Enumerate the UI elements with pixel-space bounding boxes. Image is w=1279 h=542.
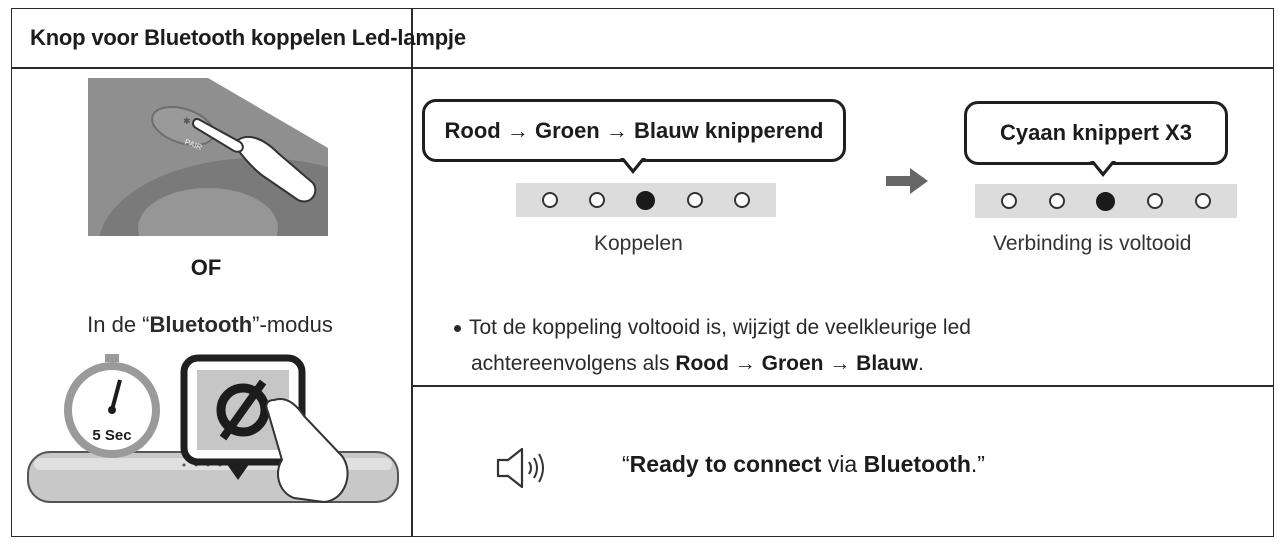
voice-prompt: “Ready to connect via Bluetooth.” <box>622 451 985 477</box>
table-frame <box>11 8 1274 537</box>
led-indicator <box>541 192 558 208</box>
led-indicator <box>1048 193 1065 209</box>
bullet-icon <box>454 324 461 332</box>
led-strip-connected <box>975 184 1237 218</box>
header-divider <box>11 67 1274 69</box>
led-indicator <box>589 192 606 208</box>
led-indicator <box>686 192 703 208</box>
led-indicator <box>1195 193 1212 209</box>
bubble-tail <box>1090 161 1116 177</box>
speaker-icon <box>496 447 544 489</box>
stopwatch-icon: 5 Sec <box>64 354 160 458</box>
led-indicator <box>1000 193 1017 209</box>
or-label: OF <box>190 255 222 280</box>
page-title: Knop voor Bluetooth koppelen Led-lampje <box>30 25 466 50</box>
led-state-bubble-pairing: Rood → Groen → Blauw knipperend <box>422 99 846 162</box>
right-arrow-icon <box>886 168 928 194</box>
bluetooth-off-icon <box>216 379 270 441</box>
bubble-tail <box>620 158 646 174</box>
led-caption-connected: Verbinding is voltooid <box>993 232 1192 255</box>
remote-hold-illustration: 5 Sec <box>27 354 399 504</box>
row-divider <box>411 385 1274 387</box>
led-indicator-active <box>636 190 656 210</box>
column-divider <box>411 8 413 537</box>
led-strip-pairing <box>516 183 776 217</box>
led-state-bubble-connected: Cyaan knippert X3 <box>964 101 1228 165</box>
pairing-note: Tot de koppeling voltooid is, wijzigt de… <box>452 310 1232 382</box>
timer-label: 5 Sec <box>92 427 131 444</box>
svg-text:✱: ✱ <box>183 116 191 126</box>
led-indicator-active <box>1096 191 1116 211</box>
led-indicator <box>1147 193 1164 209</box>
led-indicator <box>734 192 751 208</box>
bluetooth-mode-label: In de “Bluetooth”-modus <box>87 312 333 337</box>
pair-button-illustration: ✱ PAIR <box>88 78 328 236</box>
led-caption-pairing: Koppelen <box>594 232 683 255</box>
